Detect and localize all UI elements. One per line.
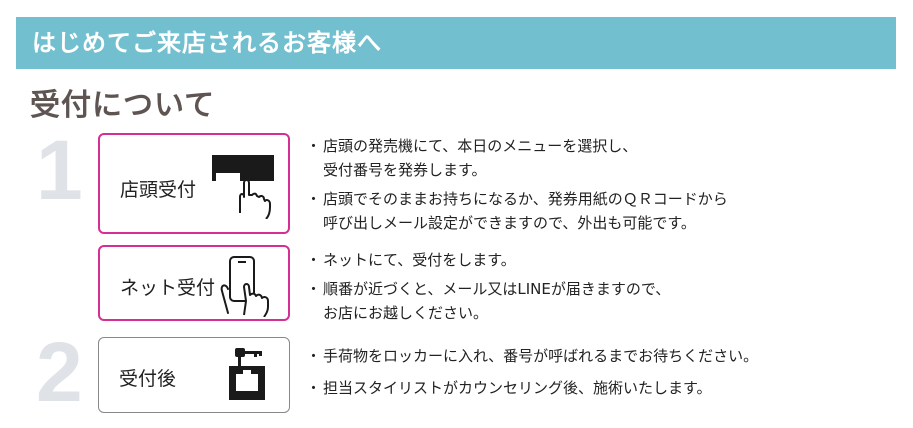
item-line: 呼び出しメール設定ができますので、外出も可能です。 [323, 214, 696, 232]
ticket-machine-icon [212, 155, 274, 219]
card-label: 受付後 [119, 368, 177, 390]
step-number-2: 2 [36, 325, 83, 419]
item-line: 店頭の発売機にて、本日のメニューを選択し、 [323, 137, 638, 155]
item-line: お店にお越しください。 [323, 304, 489, 322]
section-title: 受付について [30, 88, 216, 123]
smartphone-tap-icon [220, 256, 269, 317]
item-line: 店頭でそのままお持ちになるか、発券用紙のＱＲコードから [323, 190, 728, 208]
list-item: 店頭の発売機にて、本日のメニューを選択し、 受付番号を発券します。 [306, 134, 728, 182]
item-line: 受付番号を発券します。 [323, 161, 487, 179]
item-line: 手荷物をロッカーに入れ、番号が呼ばれるまでお待ちください。 [323, 347, 759, 365]
card-after-reception: 受付後 [98, 337, 290, 413]
list-item: 担当スタイリストがカウンセリング後、施術いたします。 [306, 376, 758, 400]
locker-key-icon [229, 348, 265, 400]
list-item: 手荷物をロッカーに入れ、番号が呼ばれるまでお待ちください。 [306, 344, 758, 368]
card-3-description: 手荷物をロッカーに入れ、番号が呼ばれるまでお待ちください。 担当スタイリストがカ… [306, 344, 758, 400]
item-line: ネットにて、受付をします。 [323, 251, 516, 269]
welcome-banner: はじめてご来店されるお客様へ [16, 17, 896, 69]
banner-title: はじめてご来店されるお客様へ [32, 29, 382, 57]
card-1-description: 店頭の発売機にて、本日のメニューを選択し、 受付番号を発券します。 店頭でそのま… [306, 134, 728, 235]
list-item: 順番が近づくと、メール又はLINEが届きますので、 お店にお越しください。 [306, 277, 670, 325]
card-label: ネット受付 [120, 277, 216, 299]
card-online-reception: ネット受付 [98, 245, 290, 321]
card-2-description: ネットにて、受付をします。 順番が近づくと、メール又はLINEが届きますので、 … [306, 248, 670, 325]
item-line: 順番が近づくと、メール又はLINEが届きますので、 [323, 280, 671, 298]
card-storefront-reception: 店頭受付 [98, 133, 290, 234]
list-item: 店頭でそのままお持ちになるか、発券用紙のＱＲコードから 呼び出しメール設定ができ… [306, 187, 728, 235]
step-number-1: 1 [36, 123, 83, 217]
list-item: ネットにて、受付をします。 [306, 248, 670, 272]
card-label: 店頭受付 [120, 179, 197, 201]
item-line: 担当スタイリストがカウンセリング後、施術いたします。 [323, 379, 712, 397]
